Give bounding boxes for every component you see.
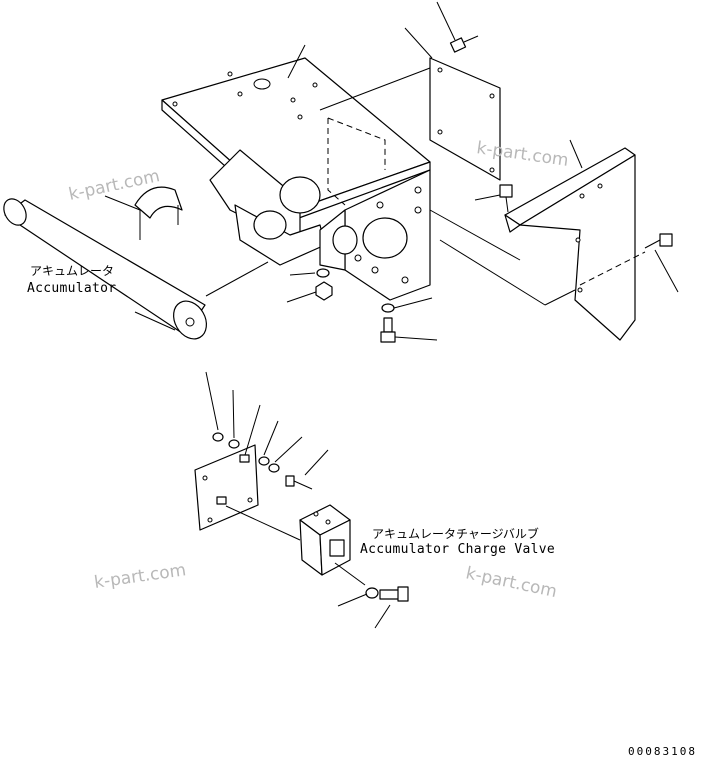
leader-lines-lower [205,371,391,629]
washer-nut [315,268,333,301]
watermark-4: k-part.com [464,563,559,602]
bracket-bolt-left [499,184,513,213]
valve-bolt [365,586,409,602]
lower-bolt [380,303,396,343]
main-bracket [161,57,431,301]
leader-lines-upper [104,1,679,341]
angle-bracket [504,147,636,341]
charge-valve-label-jp: アキュムレータチャージバルブ [372,526,539,541]
watermark-3: k-part.com [93,560,187,593]
part-number: 00083108 [628,745,697,758]
valve-washers [212,432,313,490]
accumulator-label-en: Accumulator [27,281,116,296]
charge-valve-label-en: Accumulator Charge Valve [360,542,555,557]
cover-plate [429,57,501,181]
valve-plate [194,444,259,531]
bracket-bolt-right [644,233,673,249]
cover-bolt [449,35,479,53]
charge-valve [299,504,351,576]
accumulator [3,198,207,340]
accumulator-label-jp: アキュムレータ [30,264,114,278]
u-clamp [134,186,183,240]
